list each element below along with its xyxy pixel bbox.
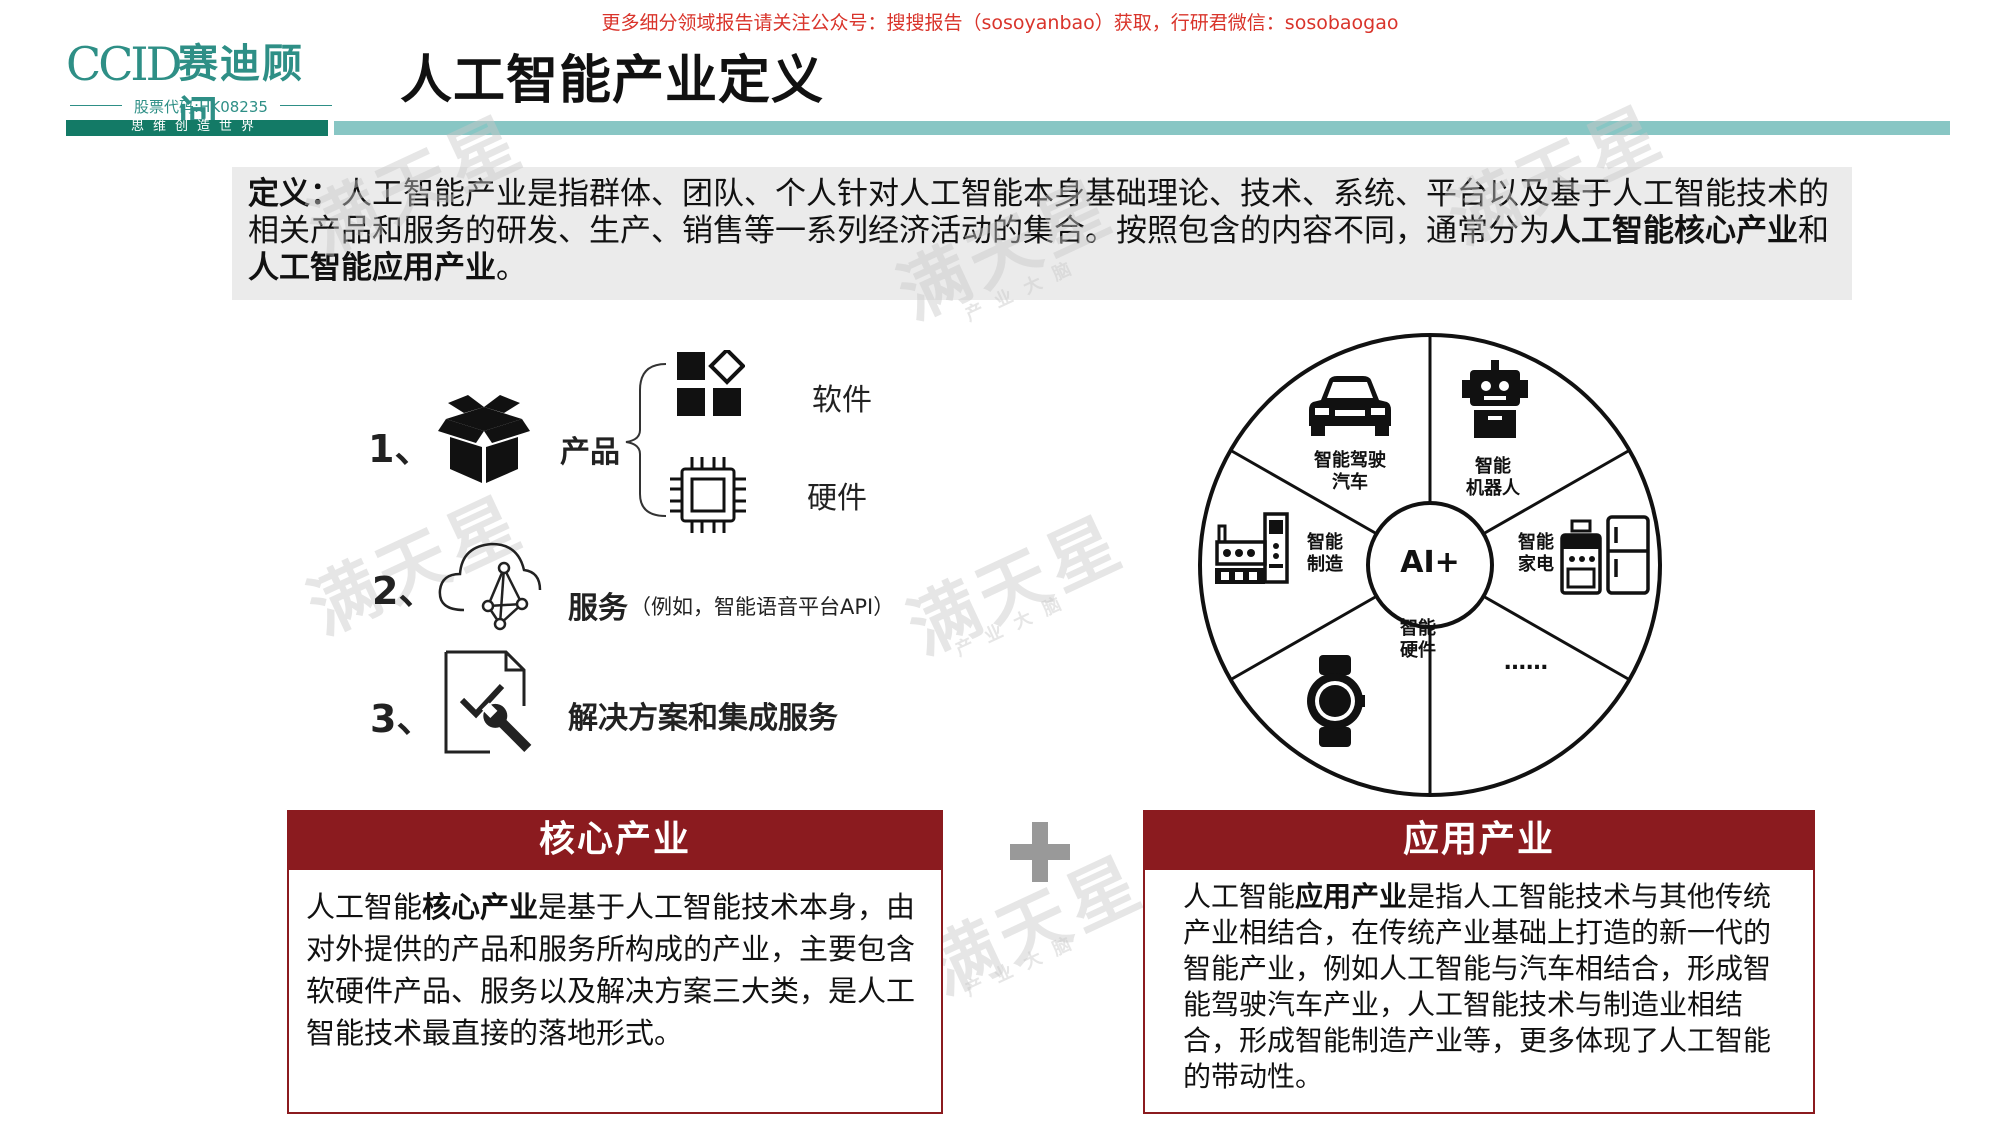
item-number-1: 1、 (368, 427, 433, 471)
ai-plus-wheel: AI+ 智能驾驶汽车 智能机器人 智能家电 (1195, 330, 1665, 800)
application-industry-text: 人工智能应用产业是指人工智能技术与其他传统产业相结合，在传统产业基础上打造的新一… (1183, 880, 1772, 1093)
wheel-label-robot: 智能机器人 (1466, 456, 1520, 499)
definition-core-term: 人工智能核心产业 (1550, 213, 1798, 249)
wheel-label-car: 智能驾驶汽车 (1314, 450, 1386, 493)
definition-end: 。 (496, 250, 527, 286)
open-box-icon (438, 395, 530, 485)
brace (620, 360, 670, 520)
definition-body: 人工智能产业是指群体、团队、个人针对人工智能本身基础理论、技术、系统、平台以及基… (248, 176, 1829, 249)
plus-icon (1010, 822, 1070, 882)
stock-code: 股票代码:HK08235 (134, 98, 268, 116)
wheel-label-hardware: 智能硬件 (1400, 618, 1436, 661)
service-label: 服务 (568, 591, 628, 626)
logo-chinese: 赛迪顾问 (178, 40, 304, 139)
logo-divider-right (280, 105, 332, 106)
product-label: 产品 (560, 435, 620, 470)
logo-slogan: 思维创造世界 (130, 119, 263, 134)
wheel-center: AI+ (1400, 545, 1460, 580)
slogan-bar (66, 120, 328, 136)
logo-divider-left (70, 105, 122, 106)
solution-label: 解决方案和集成服务 (568, 701, 838, 736)
definition-box (232, 167, 1852, 300)
cloud-network-icon (434, 532, 544, 632)
application-industry-header: 应用产业 (1143, 810, 1815, 870)
robot-icon (1460, 360, 1530, 438)
wheel-label-more: …… (1504, 650, 1548, 675)
car-icon (1307, 370, 1393, 440)
definition-text: 定义：人工智能产业是指群体、团队、个人针对人工智能本身基础理论、技术、系统、平台… (248, 176, 1848, 287)
wheel-label-factory: 智能制造 (1307, 532, 1343, 575)
software-label: 软件 (812, 383, 872, 418)
software-grid-icon (675, 347, 746, 420)
watermark: 满天星 (895, 500, 1137, 671)
item-number-2: 2、 (372, 569, 437, 613)
definition-conjunction: 和 (1798, 213, 1829, 249)
smartwatch-icon (1305, 655, 1365, 747)
header-band (334, 121, 1950, 135)
wheel-graphic (1198, 333, 1662, 797)
document-wrench-icon (440, 648, 540, 763)
logo-english: CCID (66, 37, 182, 91)
core-industry-header: 核心产业 (287, 810, 943, 870)
wheel-label-appliance: 智能家电 (1518, 532, 1554, 575)
hardware-label: 硬件 (807, 481, 867, 516)
application-industry-card (1143, 870, 1815, 1114)
core-industry-card (287, 870, 943, 1114)
factory-icon (1213, 512, 1293, 586)
service-note: （例如，智能语音平台API） (630, 595, 895, 619)
ccid-logo[interactable]: CCID 赛迪顾问 股票代码:HK08235 (66, 37, 336, 139)
page-title: 人工智能产业定义 (400, 51, 825, 111)
top-notice: 更多细分领域报告请关注公众号：搜搜报告（sosoyanbao）获取，行研君微信：… (601, 12, 1399, 34)
item-number-3: 3、 (370, 697, 435, 741)
chip-icon (668, 455, 748, 535)
appliance-icon (1560, 515, 1650, 595)
core-industry-text: 人工智能核心产业是基于人工智能技术本身，由对外提供的产品和服务所构成的产业，主要… (306, 890, 916, 1050)
definition-lead: 定义： (248, 176, 341, 212)
definition-apply-term: 人工智能应用产业 (248, 250, 496, 286)
